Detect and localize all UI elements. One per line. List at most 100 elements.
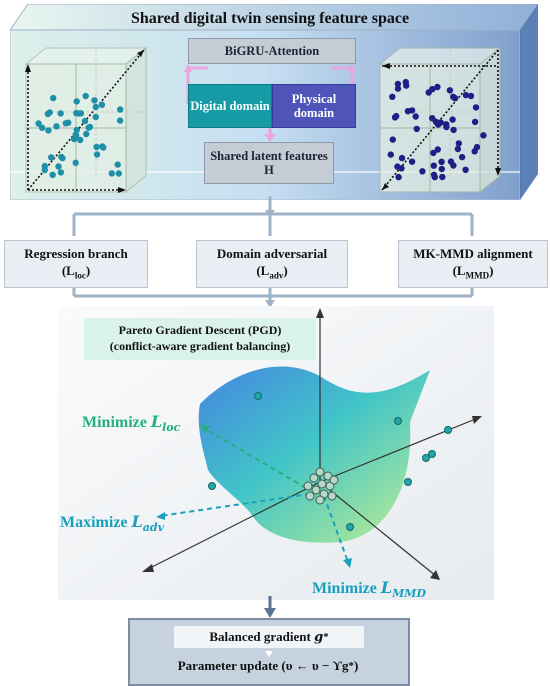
feature-point	[394, 85, 402, 92]
feature-point	[446, 87, 454, 94]
feature-point	[462, 91, 470, 99]
minimize-mmd-objective: Minimize LMMD	[312, 578, 427, 601]
feature-point	[454, 145, 462, 153]
feature-point	[435, 121, 442, 128]
feature-point	[398, 154, 406, 162]
feature-point	[114, 161, 121, 168]
feature-point	[434, 83, 441, 91]
feature-point	[455, 140, 462, 147]
feature-point	[35, 120, 42, 127]
feature-point	[439, 173, 446, 181]
feature-point	[73, 126, 80, 134]
maximize-adv-objective: Maximize Ladv	[60, 512, 164, 535]
feature-point	[75, 110, 82, 117]
feature-point	[117, 106, 124, 113]
inner-down-arrow	[265, 651, 273, 657]
feature-point	[431, 173, 438, 181]
feature-point	[438, 158, 445, 165]
feature-point	[438, 165, 445, 173]
domain-adversarial-label: Domain adversarial	[216, 246, 328, 262]
feature-point	[91, 97, 98, 104]
feature-point	[471, 118, 479, 126]
feature-point	[458, 153, 466, 161]
feature-space-title: Shared digital twin sensing feature spac…	[130, 10, 410, 27]
feature-point	[46, 109, 53, 116]
regression-branch-box: Regression branch (Lloc)	[4, 240, 148, 288]
digital-domain-cube	[24, 46, 148, 194]
parameter-update-label: Parameter update (υ ← υ − ϒg*)	[177, 658, 359, 673]
minimize-loc-objective: Minimize Lloc	[82, 412, 181, 435]
feature-point	[467, 92, 475, 100]
feature-point	[50, 94, 57, 102]
feature-point	[412, 113, 419, 120]
feature-point	[83, 130, 90, 138]
mmd-loss-label: (LMMD)	[452, 262, 494, 281]
feature-point	[57, 110, 64, 117]
feature-point	[430, 149, 437, 157]
feature-point	[48, 154, 55, 161]
feature-point	[398, 165, 405, 172]
feature-point	[434, 146, 441, 153]
feature-point	[408, 158, 416, 165]
feature-point	[419, 168, 426, 175]
feature-point	[38, 124, 46, 131]
domain-adversarial-box: Domain adversarial (Ladv)	[196, 240, 348, 288]
feature-point	[447, 158, 455, 165]
feature-point	[86, 123, 94, 131]
bigru-attention-module: BiGRU-Attention	[188, 38, 356, 64]
regression-loss-label: (Lloc)	[61, 262, 91, 281]
feature-point	[430, 162, 437, 169]
feature-point	[98, 101, 106, 108]
feature-point	[413, 125, 420, 133]
feature-point	[77, 136, 84, 144]
branch-connectors	[72, 196, 474, 308]
feature-point	[57, 169, 65, 176]
feature-point	[49, 171, 56, 178]
adversarial-loss-label: (Ladv)	[256, 262, 288, 281]
feature-point	[402, 78, 409, 86]
feature-point	[81, 117, 89, 125]
pgd-label-line2: (conflict-aware gradient balancing)	[109, 339, 291, 353]
feature-point	[92, 103, 100, 111]
feature-point	[108, 170, 116, 177]
feature-point	[115, 170, 123, 177]
digital-domain-box: Digital domain	[188, 84, 272, 128]
mk-mmd-alignment-label: MK-MMD alignment	[413, 246, 533, 262]
feature-point	[451, 95, 459, 102]
balanced-gradient-label: Balanced gradient g*	[174, 626, 364, 648]
feature-point	[73, 98, 80, 105]
feature-point	[404, 108, 412, 115]
down-arrow	[264, 596, 276, 618]
feature-point	[45, 127, 52, 134]
feature-point	[395, 173, 402, 181]
physical-domain-cube	[378, 46, 502, 194]
shared-latent-features-box: Shared latent features H	[204, 142, 334, 184]
feature-point	[41, 166, 48, 174]
feature-point	[82, 92, 89, 100]
feature-point	[429, 86, 436, 93]
feature-point	[93, 143, 100, 151]
feature-point	[99, 143, 106, 150]
feature-point	[53, 123, 60, 130]
feature-point	[58, 153, 65, 161]
feature-point	[471, 148, 478, 155]
feature-point	[472, 104, 480, 111]
feature-point	[394, 80, 402, 88]
regression-branch-label: Regression branch	[24, 246, 128, 262]
feature-point	[62, 120, 69, 127]
feature-point	[429, 115, 436, 122]
physical-domain-box: Physical domain	[272, 84, 356, 128]
feature-point	[389, 93, 396, 100]
pgd-label: Pareto Gradient Descent (PGD) (conflict-…	[84, 318, 316, 360]
feature-point	[92, 113, 100, 121]
feature-point	[93, 151, 101, 158]
feature-point	[391, 114, 399, 121]
feature-point	[443, 123, 450, 131]
feature-point	[480, 132, 487, 139]
feature-point	[387, 151, 394, 158]
feature-point	[55, 163, 62, 170]
mk-mmd-alignment-box: MK-MMD alignment (LMMD)	[398, 240, 548, 288]
feature-point	[450, 126, 457, 134]
feature-point	[389, 136, 396, 143]
pgd-label-line1: Pareto Gradient Descent (PGD)	[118, 323, 282, 338]
